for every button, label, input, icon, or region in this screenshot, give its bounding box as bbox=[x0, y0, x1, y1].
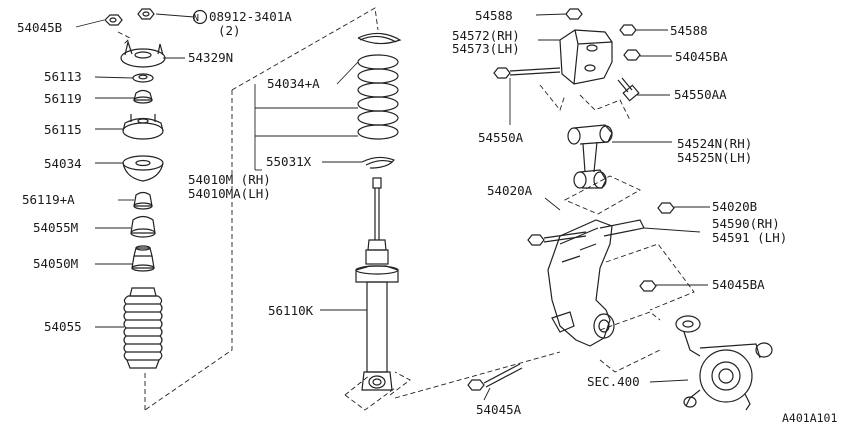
label-56113: 56113 bbox=[44, 69, 82, 84]
nut-54020b-part bbox=[657, 202, 675, 214]
label-54045ba-top: 54045BA bbox=[675, 49, 728, 64]
label-n-prefix: N bbox=[193, 13, 199, 24]
washer-54055m-part bbox=[130, 215, 156, 238]
callout-labels: 54045B N 08912-3401A (2) 54329N 56113 56… bbox=[17, 8, 837, 425]
spring-seat-54034-part bbox=[122, 155, 164, 182]
label-54045ba-mid: 54045BA bbox=[712, 277, 765, 292]
mount-56115-part bbox=[122, 114, 164, 140]
label-55031x: 55031X bbox=[266, 154, 312, 169]
bushing-56119-part bbox=[133, 89, 153, 104]
label-54055: 54055 bbox=[44, 319, 82, 334]
label-54010ma: 54010MA(LH) bbox=[188, 186, 271, 201]
label-54010m: 54010M (RH) bbox=[188, 172, 271, 187]
diagram-id-label: A401A101 bbox=[782, 411, 837, 425]
upper-plate-54329n-part bbox=[120, 39, 166, 68]
label-54034-a: 54034+A bbox=[267, 76, 320, 91]
label-54050m: 54050M bbox=[33, 256, 78, 271]
right-leaders bbox=[483, 13, 710, 401]
label-56119-a: 56119+A bbox=[22, 192, 75, 207]
label-54588-left: 54588 bbox=[475, 8, 513, 23]
label-54524n-rh: 54524N(RH) bbox=[677, 136, 752, 151]
label-54055m: 54055M bbox=[33, 220, 78, 235]
bolt-54045a-part bbox=[467, 363, 523, 391]
bushing-56119a-part bbox=[133, 191, 153, 210]
label-54550a: 54550A bbox=[478, 130, 524, 145]
steering-knuckle-part bbox=[675, 315, 773, 411]
label-sec-400: SEC.400 bbox=[587, 374, 640, 389]
label-56115: 56115 bbox=[44, 122, 82, 137]
label-54550aa: 54550AA bbox=[674, 87, 727, 102]
dust-boot-54055-part bbox=[123, 287, 163, 369]
right-assembly bbox=[467, 8, 773, 411]
label-54588-right: 54588 bbox=[670, 23, 708, 38]
upper-link-part bbox=[567, 124, 613, 189]
label-54020a: 54020A bbox=[487, 183, 533, 198]
left-leaders bbox=[75, 13, 195, 328]
upper-spring-seat-part bbox=[357, 32, 402, 45]
spring-insulator-part bbox=[361, 156, 395, 169]
nut-54045ba-part bbox=[639, 280, 657, 292]
label-08912-3401a: 08912-3401A bbox=[209, 9, 292, 24]
center-assembly bbox=[355, 32, 402, 391]
lower-arm-part bbox=[547, 219, 645, 347]
label-54572-rh: 54572(RH) bbox=[452, 28, 520, 43]
left-column-parts bbox=[104, 8, 208, 369]
upper-bracket-part bbox=[559, 29, 613, 85]
label-54045a: 54045A bbox=[476, 402, 522, 417]
bolt-54020a-part bbox=[527, 231, 587, 246]
bolt-54550a-part bbox=[493, 67, 561, 79]
label-54590-rh: 54590(RH) bbox=[712, 216, 780, 231]
label-54020b: 54020B bbox=[712, 199, 757, 214]
label-56119: 56119 bbox=[44, 91, 82, 106]
bolt-54550aa-part bbox=[617, 77, 640, 102]
label-54329n: 54329N bbox=[188, 50, 233, 65]
shock-absorber-part bbox=[355, 177, 399, 391]
center-dashed-guides bbox=[144, 7, 561, 411]
label-54034: 54034 bbox=[44, 156, 82, 171]
label-54591-lh: 54591 (LH) bbox=[712, 230, 787, 245]
center-leaders bbox=[254, 61, 367, 311]
nut-54045b-part bbox=[104, 14, 123, 26]
washer-56113-part bbox=[132, 73, 154, 83]
label-54045b: 54045B bbox=[17, 20, 62, 35]
label-56110k: 56110K bbox=[268, 303, 314, 318]
label-quantity-2: (2) bbox=[218, 23, 241, 38]
bump-stop-54050m-part bbox=[131, 245, 155, 272]
label-54573-lh: 54573(LH) bbox=[452, 41, 520, 56]
label-54525n-lh: 54525N(LH) bbox=[677, 150, 752, 165]
coil-spring-part bbox=[357, 54, 399, 140]
